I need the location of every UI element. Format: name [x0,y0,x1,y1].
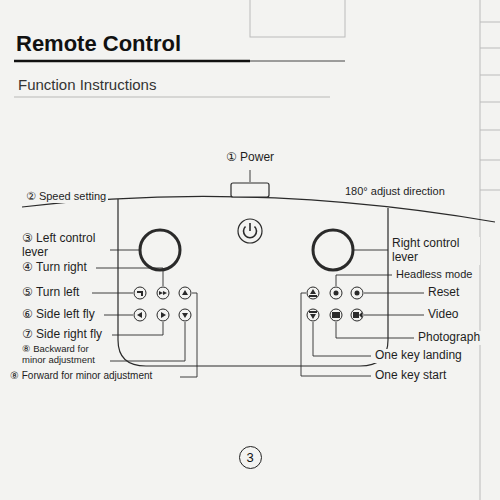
callout-label: ⑤ Turn left [20,286,81,300]
callout-label: Photograph [416,331,482,345]
leader-line [364,293,424,294]
leader-line [336,275,392,286]
callout-label: ⑥ Side left fly [20,308,97,322]
leader-line [104,315,133,316]
callout-label: One key landing [373,349,464,363]
page-heading: Remote Control [16,31,181,57]
callout-label: ⑧ Forward for minor adjustment [8,370,154,382]
antenna [231,183,269,197]
reset-icon [355,291,360,296]
callout-label: ⑦ Side right fly [20,328,104,342]
turn-icon [159,291,167,295]
buttons [134,287,363,321]
button [351,309,363,321]
button [351,287,363,299]
leader-line [108,322,185,361]
leader-line [336,322,414,338]
button-icons [137,289,362,319]
button [307,287,319,299]
button [157,287,169,299]
button [157,309,169,321]
camera-icon [332,312,340,318]
page-number-circle: 3 [239,446,262,469]
figure-box [250,0,345,37]
button [179,287,191,299]
callout-label: ③ Left control lever [20,232,110,260]
button [134,309,146,321]
callout-label: Reset [426,286,461,300]
page-frame [250,0,500,500]
leader-lines [92,170,424,377]
backward-icon [182,313,188,318]
remote-outline [118,199,388,366]
video-icon [353,312,362,318]
button [330,287,342,299]
callout-label: 180° adjust direction [343,185,447,198]
subheading: Function Instructions [16,76,158,93]
subheading-rule [14,97,330,98]
callout-label: One key start [373,369,448,383]
power-button [238,219,262,243]
callout-label: ④ Turn right [20,261,89,275]
leader-line [106,250,139,251]
power-icon [244,223,257,238]
callout-label: Headless mode [394,268,474,281]
button [330,309,342,321]
right-stick [313,230,353,270]
forward-icon [182,290,188,295]
leader-line [354,250,388,251]
turn-icon [137,291,143,296]
heading-rule [250,61,345,62]
button [179,309,191,321]
callout-label: ① Power [224,151,276,165]
callout-label: Video [426,308,460,322]
button [307,309,319,321]
page-number: 3 [246,450,253,465]
callout-label: ⑧ Backward for minor adjustment [20,344,110,366]
leader-line [301,293,371,376]
left-stick [140,230,180,270]
left-icon [137,312,142,318]
leader-line [180,293,197,377]
leader-line [313,322,371,356]
start-icon [309,289,317,297]
leader-line [364,315,424,316]
heading-rule [14,60,250,63]
headless-icon [334,291,339,296]
callout-label: Right control lever [390,237,480,265]
right-icon [161,312,166,318]
landing-icon [309,311,317,319]
table-edge [480,0,500,500]
leader-line [112,322,163,335]
leader-line [96,268,163,286]
callout-label: ② Speed setting [24,190,108,203]
leader-line [92,293,133,294]
leader-line [250,170,251,182]
button [134,287,146,299]
